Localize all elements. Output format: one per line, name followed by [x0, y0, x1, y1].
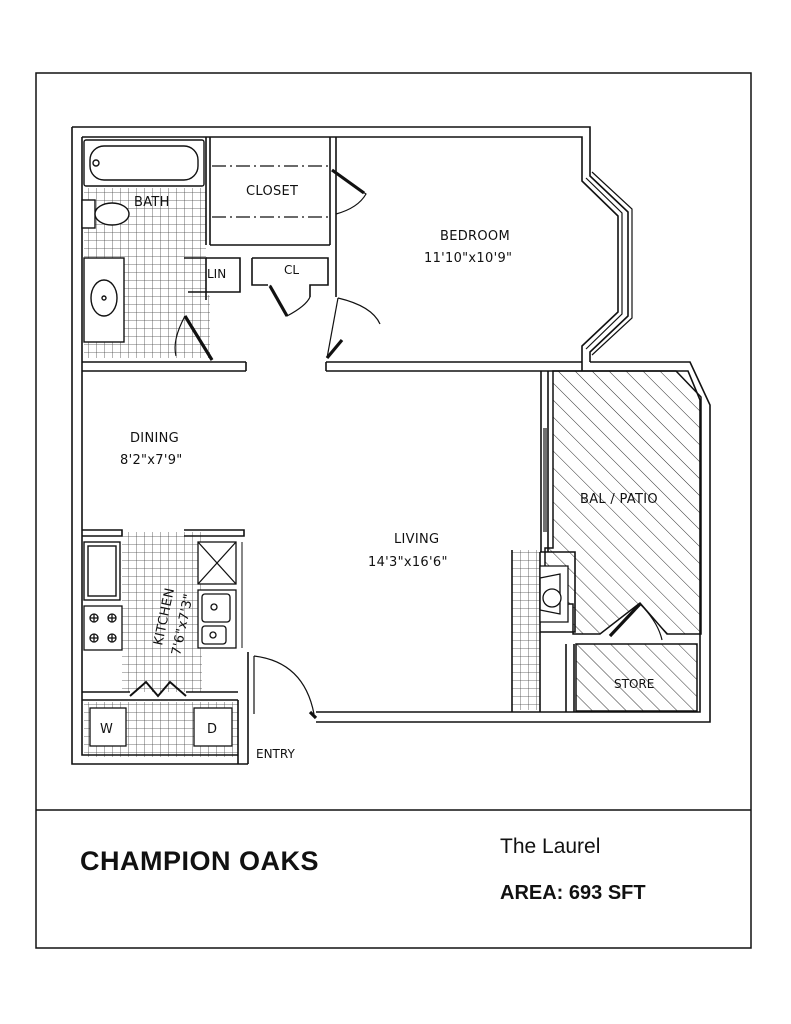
area-label: AREA: — [500, 882, 564, 904]
floor-plan-name: The Laurel — [500, 835, 601, 858]
room-label-entry: ENTRY — [256, 747, 295, 761]
appliance-label-dryer: D — [207, 722, 217, 737]
room-label-bedroom: BEDROOM — [440, 229, 510, 244]
vanity-sink — [83, 257, 125, 343]
room-dims-bedroom: 11'10"x10'9" — [424, 251, 512, 266]
refrigerator — [83, 541, 121, 601]
room-label-dining: DINING — [130, 431, 179, 446]
appliance-label-washer: W — [100, 722, 113, 737]
fireplace — [539, 565, 569, 623]
room-label-bath: BATH — [134, 195, 170, 210]
room-label-store: STORE — [614, 677, 654, 691]
room-label-cl: CL — [284, 263, 299, 277]
sheet-border — [35, 72, 752, 949]
area-value: 693 SFT — [568, 882, 646, 904]
room-label-closet: CLOSET — [246, 184, 298, 199]
area-row: AREA: 693 SFT — [500, 882, 646, 905]
dishwasher — [197, 541, 237, 585]
room-label-linen: LIN — [207, 267, 226, 281]
pantry-bifold-door — [129, 680, 187, 698]
complex-name: CHAMPION OAKS — [80, 846, 320, 876]
kitchen-floor-tile — [122, 532, 202, 692]
bay-window — [585, 171, 633, 356]
interior-walls — [82, 137, 582, 764]
room-dims-living: 14'3"x16'6" — [368, 555, 448, 570]
fireplace-hearth-tile — [512, 550, 540, 710]
toilet — [81, 199, 130, 229]
door-leaves — [183, 168, 642, 720]
kitchen-sink — [197, 589, 237, 649]
room-label-balcony: BAL / PATIO — [580, 492, 658, 507]
exterior-walls — [71, 126, 711, 765]
range-stove — [83, 605, 123, 651]
bathtub — [83, 139, 205, 187]
store-hatch — [575, 643, 698, 712]
room-dims-dining: 8'2"x7'9" — [120, 453, 183, 468]
room-label-living: LIVING — [394, 532, 439, 547]
balcony-hatch — [544, 370, 702, 635]
washer-dryer — [89, 707, 233, 747]
closet-rods — [212, 165, 328, 218]
balcony-slider — [543, 428, 547, 532]
